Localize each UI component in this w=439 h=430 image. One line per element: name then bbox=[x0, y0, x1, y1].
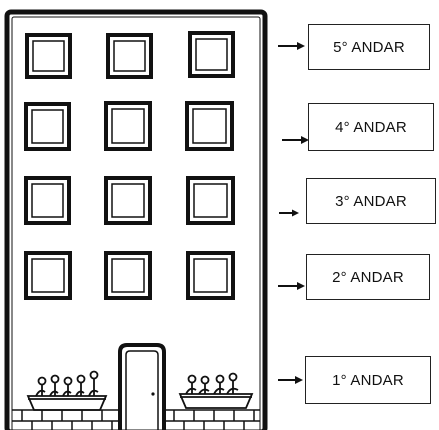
flower-icon bbox=[185, 372, 239, 395]
brick-wall-left bbox=[12, 409, 120, 430]
floor-label-1: 1° ANDAR bbox=[305, 356, 431, 404]
arrow-right-icon bbox=[279, 209, 299, 217]
brick-wall-right bbox=[164, 409, 260, 430]
window bbox=[185, 101, 234, 151]
window bbox=[186, 251, 235, 300]
planter-right bbox=[178, 372, 254, 409]
door-knob bbox=[151, 392, 155, 396]
arrows bbox=[278, 42, 309, 384]
window bbox=[104, 251, 152, 300]
window bbox=[24, 102, 71, 151]
floor-label-5: 5° ANDAR bbox=[308, 24, 430, 70]
arrow-right-icon bbox=[278, 42, 305, 50]
windows-floor-2 bbox=[24, 251, 235, 300]
arrow-right-icon bbox=[282, 136, 309, 144]
arrow-right-icon bbox=[278, 376, 303, 384]
window bbox=[106, 33, 153, 79]
floor-label-3: 3° ANDAR bbox=[306, 178, 436, 224]
windows-floor-4 bbox=[24, 101, 234, 151]
planter-left bbox=[26, 370, 108, 411]
window bbox=[24, 176, 71, 225]
window bbox=[25, 33, 72, 79]
window bbox=[188, 31, 235, 78]
window bbox=[104, 176, 152, 225]
floor-label-2: 2° ANDAR bbox=[306, 254, 430, 300]
window bbox=[24, 251, 72, 300]
window bbox=[104, 101, 152, 151]
window bbox=[186, 176, 235, 225]
door bbox=[118, 343, 166, 430]
windows-floor-5 bbox=[25, 31, 235, 79]
windows-floor-3 bbox=[24, 176, 235, 225]
arrow-right-icon bbox=[278, 282, 305, 290]
building-outline bbox=[4, 9, 268, 430]
floor-label-4: 4° ANDAR bbox=[308, 103, 434, 151]
flower-icon bbox=[35, 370, 99, 397]
